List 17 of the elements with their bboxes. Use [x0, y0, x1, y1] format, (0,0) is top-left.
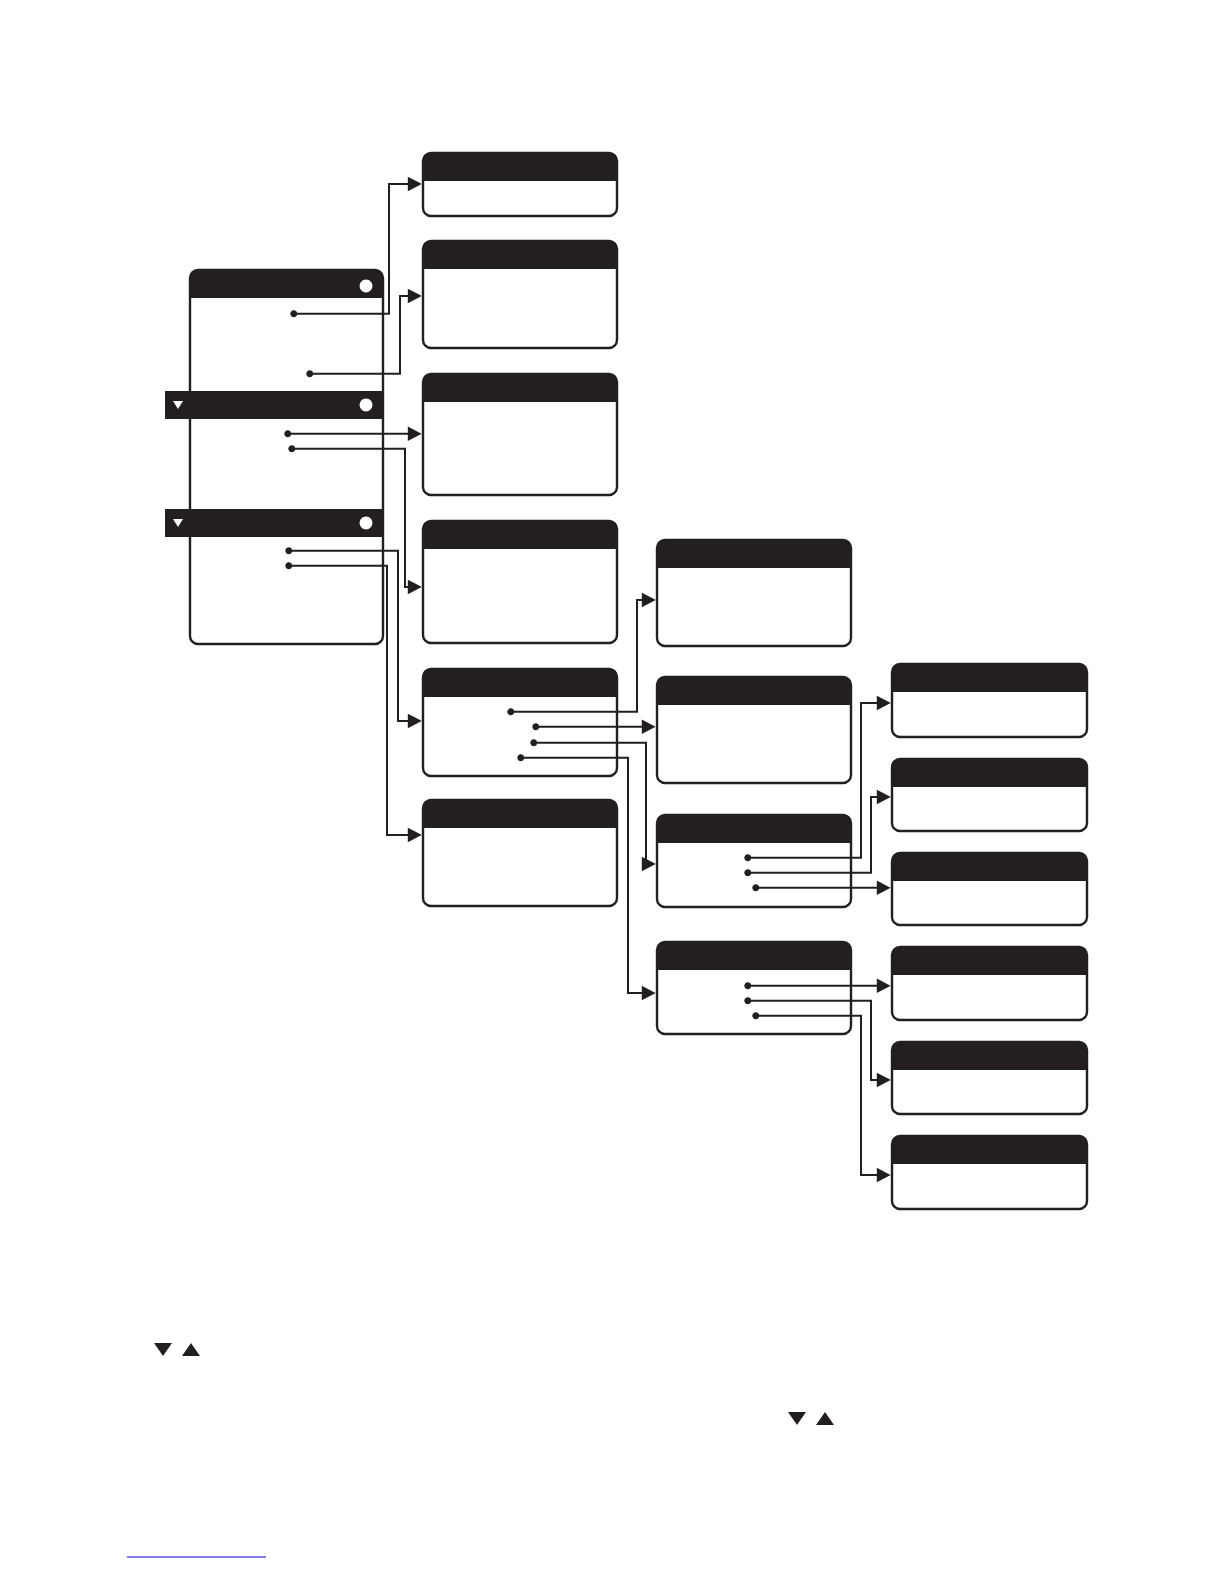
- screen-box: [421, 372, 619, 497]
- menu-panel: [188, 268, 385, 646]
- screen-box: [421, 667, 619, 778]
- screen-box: [890, 1040, 1089, 1116]
- screen-box: [421, 239, 619, 350]
- screen-box: [890, 851, 1089, 927]
- screen-box: [655, 940, 853, 1036]
- screen-box: [655, 538, 853, 648]
- screen-box: [655, 675, 853, 785]
- screen-box: [421, 151, 619, 218]
- screen-box: [890, 757, 1089, 833]
- screen-box: [890, 662, 1089, 739]
- screen-box: [421, 798, 619, 908]
- screen-box: [890, 1134, 1089, 1211]
- screen-box: [890, 945, 1089, 1022]
- screen-box: [421, 519, 619, 645]
- screen-box: [655, 813, 853, 909]
